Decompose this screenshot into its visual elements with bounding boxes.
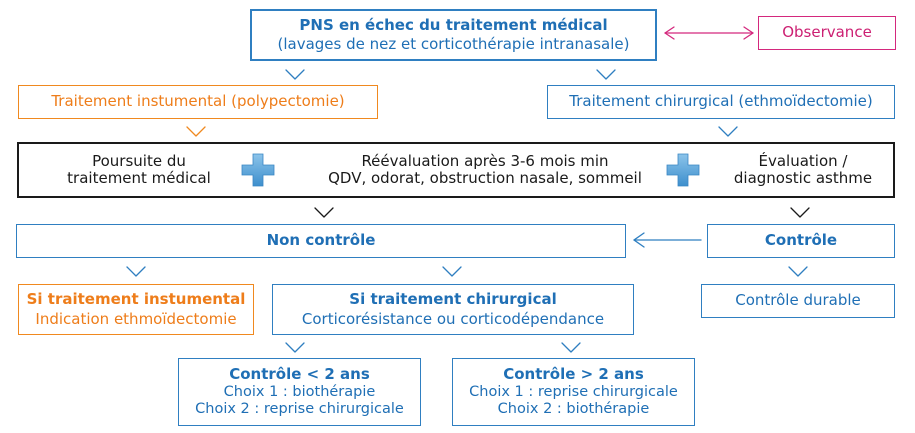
arrow-instrumental-to-reeval [186, 126, 206, 137]
if-instrumental-title: Si traitement instumental [26, 290, 246, 309]
gt2-choice2: Choix 2 : biothérapie [497, 401, 650, 418]
lt2-title: Contrôle < 2 ans [229, 365, 370, 384]
lt2-choice1: Choix 1 : biothérapie [223, 384, 376, 401]
if-instrumental-box: Si traitement instumental Indication eth… [18, 284, 254, 335]
observance-label: Observance [782, 23, 872, 42]
reeval-line1: Réévaluation après 3-6 mois min [361, 151, 609, 170]
reeval-line2: QDV, odorat, obstruction nasale, sommeil [328, 169, 642, 187]
arrow-to-controle-durable [788, 266, 808, 277]
arrow-controle-to-non-controle [633, 232, 702, 248]
pns-subtitle: (lavages de nez et corticothérapie intra… [277, 35, 630, 53]
reevaluation-box: Poursuite du traitement médical Réévalua… [17, 142, 895, 198]
arrow-to-si-instrumental [126, 266, 146, 277]
asthma-evaluation: Évaluation / diagnostic asthme [713, 144, 893, 196]
observance-box: Observance [758, 16, 896, 50]
non-control-box: Non contrôle [16, 224, 626, 258]
control-more-2-years-box: Contrôle > 2 ans Choix 1 : reprise chiru… [452, 358, 695, 426]
pns-title: PNS en échec du traitement médical [299, 15, 608, 34]
continue-medical-treatment: Poursuite du traitement médical [19, 144, 259, 196]
if-instrumental-subtitle: Indication ethmoïdectomie [35, 309, 237, 328]
plus-icon [241, 153, 275, 187]
reevaluation-center: Réévaluation après 3-6 mois min QDV, odo… [305, 144, 665, 196]
lt2-choice2: Choix 2 : reprise chirurgicale [195, 401, 404, 418]
if-surgical-title: Si traitement chirurgical [349, 290, 557, 309]
asthma-line1: Évaluation / [758, 151, 848, 170]
continue-line2: traitement médical [67, 169, 211, 187]
control-box: Contrôle [707, 224, 895, 258]
arrow-pns-to-instrumental [285, 69, 305, 80]
continue-line1: Poursuite du [92, 151, 186, 170]
surgical-treatment-box: Traitement chirurgical (ethmoïdectomie) [547, 85, 895, 119]
gt2-title: Contrôle > 2 ans [503, 365, 644, 384]
surgical-label: Traitement chirurgical (ethmoïdectomie) [569, 92, 873, 111]
lasting-control-label: Contrôle durable [735, 291, 861, 310]
arrow-pns-to-chirurgical [596, 69, 616, 80]
arrow-to-si-chirurgical [442, 266, 462, 277]
control-label: Contrôle [764, 231, 838, 250]
if-surgical-box: Si traitement chirurgical Corticorésista… [272, 284, 634, 335]
arrow-chirurgical-to-reeval [718, 126, 738, 137]
gt2-choice1: Choix 1 : reprise chirurgicale [469, 384, 678, 401]
observance-link-arrow [664, 26, 754, 40]
arrow-to-controle-gt2 [561, 342, 581, 353]
plus-icon [666, 153, 700, 187]
asthma-line2: diagnostic asthme [733, 169, 873, 187]
arrow-reeval-to-non-controle [314, 207, 334, 218]
instrumental-treatment-box: Traitement instumental (polypectomie) [18, 85, 378, 119]
non-control-label: Non contrôle [266, 231, 376, 250]
instrumental-label: Traitement instumental (polypectomie) [51, 92, 345, 111]
arrow-to-controle-lt2 [285, 342, 305, 353]
if-surgical-subtitle: Corticorésistance ou corticodépendance [301, 309, 605, 328]
arrow-reeval-to-controle [790, 207, 810, 218]
control-less-2-years-box: Contrôle < 2 ans Choix 1 : biothérapie C… [178, 358, 421, 426]
lasting-control-box: Contrôle durable [701, 284, 895, 318]
pns-failure-box: PNS en échec du traitement médical (lava… [250, 9, 657, 61]
